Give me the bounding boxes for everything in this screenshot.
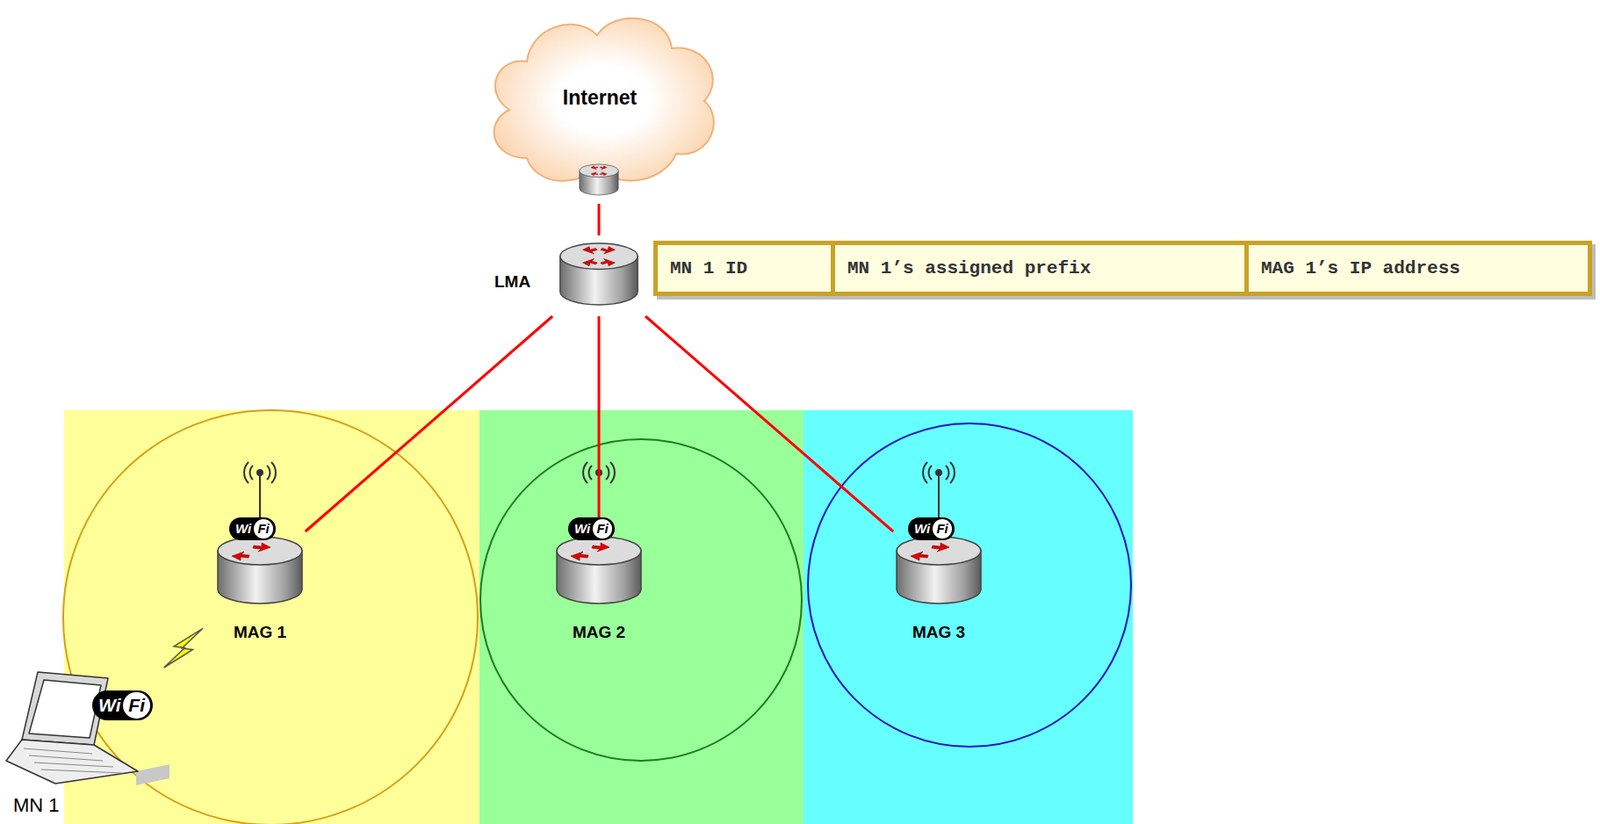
wifi-logo-text: Wi [235,520,252,536]
table-cell: MN 1’s assigned prefix [830,245,1245,292]
network-link [598,316,601,532]
wifi-logo-text: Fi [932,518,952,539]
cloud-node: Internet [474,8,726,204]
wifi-badge: WiFi [908,517,955,541]
wifi-badge: WiFi [229,517,276,541]
mobile-node: MN 1 WiFi [4,667,181,819]
wifi-logo-text: Wi [914,520,930,536]
table-cell: MAG 1’s IP address [1244,245,1588,292]
router-node: LMA [487,235,646,317]
coverage-circle [480,439,802,761]
wireless-link [164,627,203,668]
wifi-logo-text: Fi [253,518,274,539]
wifi-logo-text: Wi [574,520,591,536]
wifi-logo-text: Wi [98,694,121,716]
coverage-circle [63,410,478,824]
coverage-circle [807,423,1132,747]
access-router-node: MAG 1WiFi [202,531,318,646]
network-link [645,316,894,532]
cell-area [479,410,804,824]
cell-area [803,410,1133,824]
router-label: MAG 1 [233,622,287,642]
access-router-node: MAG 3WiFi [881,531,996,646]
wifi-badge: WiFi [92,690,153,721]
wifi-logo-text: Fi [122,691,150,719]
device-label: MN 1 [13,793,60,817]
router-label: MAG 3 [912,622,966,642]
cell-area [64,410,480,824]
router-label: MAG 2 [572,622,626,642]
access-router-node: MAG 2WiFi [541,531,656,646]
table-cell: MN 1 ID [657,245,831,292]
router-label: LMA [494,272,531,292]
wifi-logo-text: Fi [592,518,613,539]
wifi-badge: WiFi [568,517,615,541]
binding-table: MN 1 IDMN 1’s assigned prefixMAG 1’s IP … [653,240,1593,296]
cloud-label: Internet [562,86,637,110]
network-link [598,203,601,236]
network-link [305,316,553,532]
